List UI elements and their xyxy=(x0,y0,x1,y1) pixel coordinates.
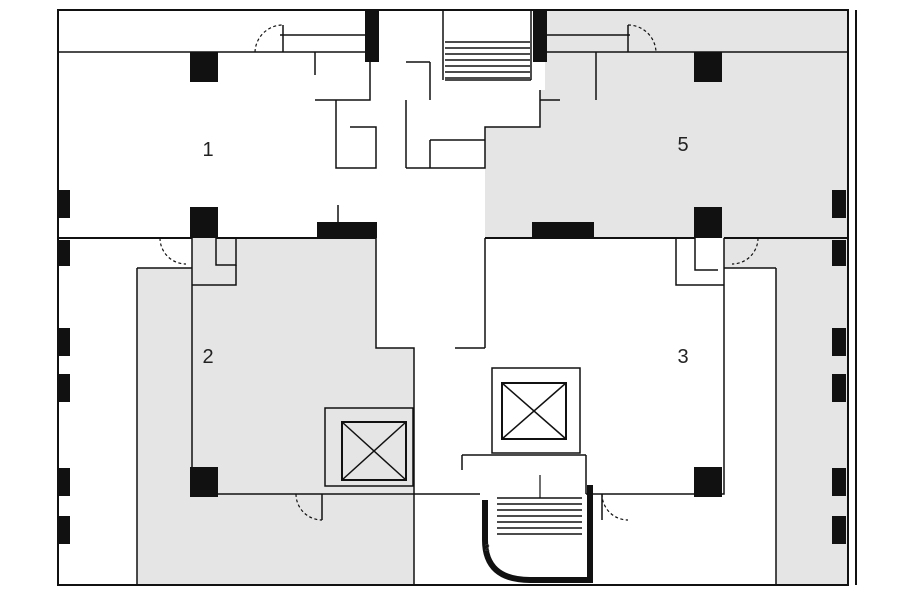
small-mark: 2 xyxy=(484,543,490,554)
door-swing-icon xyxy=(159,237,187,265)
column-icon xyxy=(190,467,218,497)
column-icon xyxy=(694,467,722,497)
column-icon xyxy=(317,222,377,238)
door-swing-icon xyxy=(254,24,284,53)
stair-icon xyxy=(482,475,593,583)
column-icon xyxy=(694,207,722,238)
column-icon xyxy=(190,52,218,82)
column-icon xyxy=(190,207,218,238)
column-icon xyxy=(832,374,846,402)
door-swing-icon xyxy=(601,493,629,521)
room-label-5: 5 xyxy=(677,134,688,156)
column-icon xyxy=(832,516,846,544)
elevator-right xyxy=(491,367,581,454)
shade-room-5 xyxy=(485,10,848,238)
stair-icon xyxy=(445,41,531,81)
column-icon xyxy=(58,468,70,496)
column-icon xyxy=(532,222,594,238)
column-icon xyxy=(58,374,70,402)
doors xyxy=(159,24,759,521)
partitions xyxy=(58,10,848,585)
room-label-1: 1 xyxy=(202,139,213,161)
elevator-left xyxy=(324,407,414,487)
elevator-icon xyxy=(501,382,567,440)
column-icon xyxy=(365,10,379,62)
shade-room-2 xyxy=(137,238,414,585)
column-icon xyxy=(832,190,846,218)
shaded-zones xyxy=(137,10,848,585)
columns xyxy=(58,10,846,544)
room-label-3: 3 xyxy=(677,346,688,368)
column-icon xyxy=(58,516,70,544)
column-icon xyxy=(58,240,70,266)
column-icon xyxy=(694,52,722,82)
column-icon xyxy=(58,190,70,218)
column-icon xyxy=(533,10,547,62)
column-icon xyxy=(58,328,70,356)
column-icon xyxy=(832,468,846,496)
column-icon xyxy=(832,328,846,356)
column-icon xyxy=(832,240,846,266)
room-labels: 1 2 3 5 2 xyxy=(202,134,688,554)
outer-walls xyxy=(57,9,857,586)
shade-right-strip xyxy=(724,238,848,585)
room-label-2: 2 xyxy=(202,346,213,368)
elevator-icon xyxy=(341,421,407,481)
